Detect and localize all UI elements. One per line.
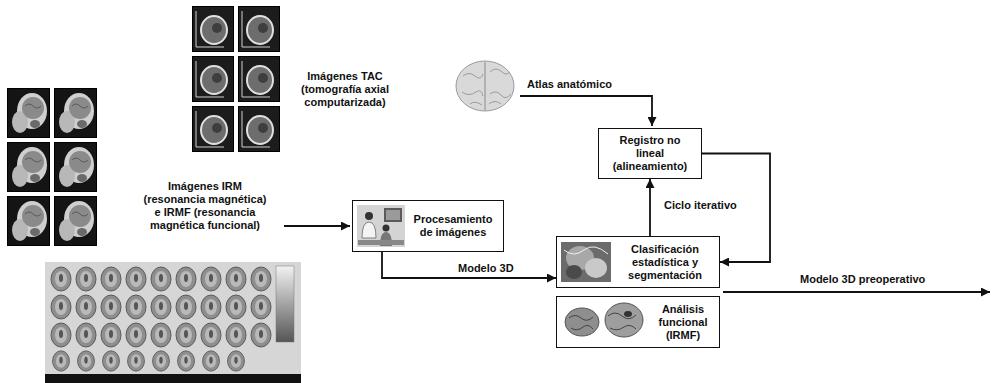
fmri-slice <box>153 351 170 371</box>
brain-fissure <box>485 62 486 110</box>
fmri-slice <box>151 295 171 319</box>
ct-slice <box>239 57 280 102</box>
source-label: Atlas anatómico <box>527 78 612 91</box>
fmri-slice <box>178 351 195 371</box>
fmri-slice <box>176 267 196 291</box>
fmri-slice <box>128 351 145 371</box>
workstation-picture <box>357 205 405 247</box>
fmri-slice <box>201 323 221 347</box>
fmri-slice <box>126 295 146 319</box>
brain-sulci <box>608 313 636 330</box>
picture-background <box>561 242 611 282</box>
activation-spot <box>624 311 632 317</box>
registration-box: Registro no lineal (alineamiento) <box>598 128 702 179</box>
output-label: Modelo 3D preoperativo <box>800 273 925 286</box>
analysis-box: Análisis funcional (IRMF) <box>556 296 720 348</box>
fmri-grid <box>45 262 301 383</box>
fmri-slice <box>78 351 95 371</box>
segment-region <box>566 265 582 279</box>
box-text: Registro no lineal (alineamiento) <box>609 134 691 173</box>
brain-outline <box>456 61 514 111</box>
image-caption: Imágenes TAC (tomografía axial computari… <box>285 70 405 109</box>
ct-images <box>193 7 280 152</box>
fmri-background <box>45 262 301 383</box>
fmri-slice <box>51 323 71 347</box>
flow-arrow <box>382 252 556 278</box>
atlas-arrow <box>520 96 652 126</box>
ct-slice <box>193 57 234 102</box>
mri-slice <box>8 197 50 246</box>
mri-slice <box>55 143 97 192</box>
fmri-slice <box>176 295 196 319</box>
mri-slice <box>8 89 50 138</box>
box-text: Procesamiento de imágenes <box>409 213 497 239</box>
picture-background <box>357 205 405 247</box>
color-bar <box>276 266 294 342</box>
monitor <box>384 208 402 222</box>
flow-arrow <box>649 179 651 236</box>
fmri-slice <box>251 295 271 319</box>
brain-sulci <box>569 316 593 330</box>
person-head <box>383 225 390 232</box>
fmri-slice <box>76 267 96 291</box>
fmri-slice <box>251 267 271 291</box>
functional-brain-pictures <box>565 303 643 337</box>
brain-sulci <box>462 69 511 105</box>
fmri-slice <box>226 295 246 319</box>
image-footer-bar <box>45 374 301 383</box>
fmri-slice <box>176 323 196 347</box>
box-text: Análisis funcional (IRMF) <box>653 303 713 342</box>
mri-slice <box>8 143 50 192</box>
fmri-slice <box>101 267 121 291</box>
box-text: Clasificación estadística y segmentación <box>617 243 713 282</box>
fmri-slice <box>226 267 246 291</box>
segmentation-picture <box>561 242 611 282</box>
image-caption: Imágenes IRM (resonancia magnética) e IR… <box>140 180 270 232</box>
mri-slice <box>55 197 97 246</box>
edge-label: Ciclo iterativo <box>664 199 737 212</box>
process-box: Procesamiento de imágenes <box>352 200 504 252</box>
desk <box>358 240 404 245</box>
fmri-slice <box>103 351 120 371</box>
edge-label: Modelo 3D <box>458 262 514 275</box>
ct-slice <box>239 7 280 52</box>
ct-slice <box>193 7 234 52</box>
person-body <box>362 222 376 238</box>
person-head <box>365 212 373 220</box>
screen <box>386 210 400 220</box>
fmri-slice <box>53 351 70 371</box>
fmri-slice <box>201 295 221 319</box>
segment-contour <box>564 247 608 254</box>
fmri-slice <box>51 295 71 319</box>
brain-render <box>605 303 643 337</box>
fmri-slice <box>76 295 96 319</box>
fmri-slice <box>151 267 171 291</box>
output-arrow <box>723 291 990 293</box>
fmri-slice <box>126 267 146 291</box>
segment-region <box>585 258 607 278</box>
classification-box: Clasificación estadística y segmentación <box>556 236 720 288</box>
fmri-slice <box>251 323 271 347</box>
ct-slice <box>193 107 234 152</box>
fmri-slice <box>201 267 221 291</box>
fmri-slice <box>126 323 146 347</box>
atlas-brain <box>456 61 514 111</box>
fmri-slice <box>226 323 246 347</box>
fmri-slice <box>101 295 121 319</box>
fmri-slice <box>101 323 121 347</box>
input-arrow <box>284 225 350 227</box>
mri-images <box>8 89 97 246</box>
fmri-slice <box>228 351 245 371</box>
fmri-slice <box>51 267 71 291</box>
ct-slice <box>239 107 280 152</box>
fmri-slice <box>151 323 171 347</box>
fmri-slice <box>76 323 96 347</box>
fmri-slice <box>203 351 220 371</box>
brain-render <box>565 308 599 336</box>
mri-slice <box>55 89 97 138</box>
